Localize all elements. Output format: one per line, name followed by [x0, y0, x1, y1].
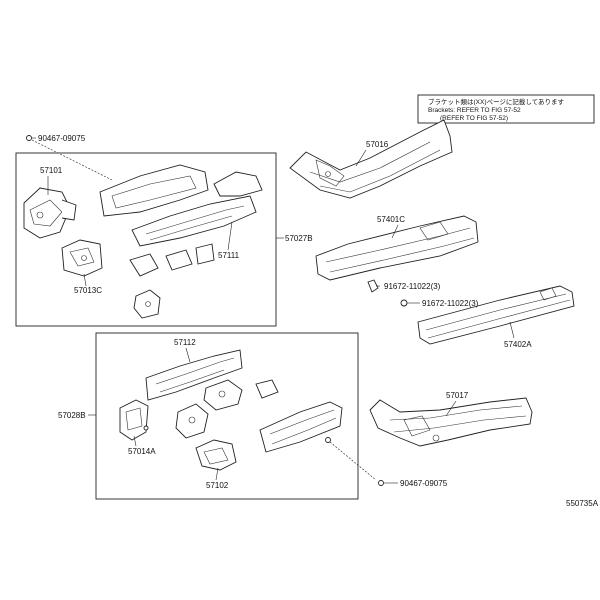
bolt-90467-bottom: [378, 480, 398, 486]
group-frame-lower: [95, 332, 359, 500]
reference-note: ブラケット類は(XX)ページに記載してあります Brackets: REFER …: [417, 94, 595, 124]
bolt-91672-b: [400, 299, 420, 307]
label-57028b: 57028B: [58, 411, 86, 420]
label-57402a: 57402A: [504, 340, 532, 349]
part-57016: [289, 119, 453, 199]
label-57111: 57111: [218, 251, 240, 260]
part-57111: [99, 164, 263, 319]
label-91672-b: 91672-11022(3): [422, 299, 479, 308]
label-57014a: 57014A: [128, 447, 156, 456]
part-57014a: [119, 399, 149, 441]
label-57102: 57102: [206, 481, 229, 490]
label-57013c: 57013C: [74, 286, 102, 295]
note-line-2: Brackets: REFER TO FIG 57-52: [428, 107, 521, 114]
label-57016: 57016: [366, 140, 389, 149]
diagram-reference-number: 550735A: [566, 499, 599, 508]
label-57017: 57017: [446, 391, 469, 400]
label-90467-top: 90467-09075: [38, 134, 86, 143]
bolt-91672-a: [367, 279, 380, 293]
label-57101: 57101: [40, 166, 63, 175]
note-line-3: (REFER TO FIG 57-52): [440, 115, 508, 122]
bolt-90467-top: [26, 135, 113, 181]
part-cluster-lower: [175, 403, 237, 471]
part-57017: [369, 397, 533, 447]
label-90467-bottom: 90467-09075: [400, 479, 448, 488]
part-57013c: [61, 239, 103, 277]
note-line-1: ブラケット類は(XX)ページに記載してあります: [428, 97, 564, 106]
label-57401c: 57401C: [377, 215, 405, 224]
part-57402a: [417, 285, 575, 345]
label-57112: 57112: [174, 338, 196, 347]
label-91672-a: 91672-11022(3): [384, 282, 441, 291]
part-57401c: [315, 215, 479, 281]
part-57112: [145, 349, 279, 411]
part-57101: [23, 187, 77, 239]
part-lower-right-panel: [259, 401, 377, 481]
label-57027b: 57027B: [285, 234, 313, 243]
group-frame-upper: [15, 152, 277, 327]
